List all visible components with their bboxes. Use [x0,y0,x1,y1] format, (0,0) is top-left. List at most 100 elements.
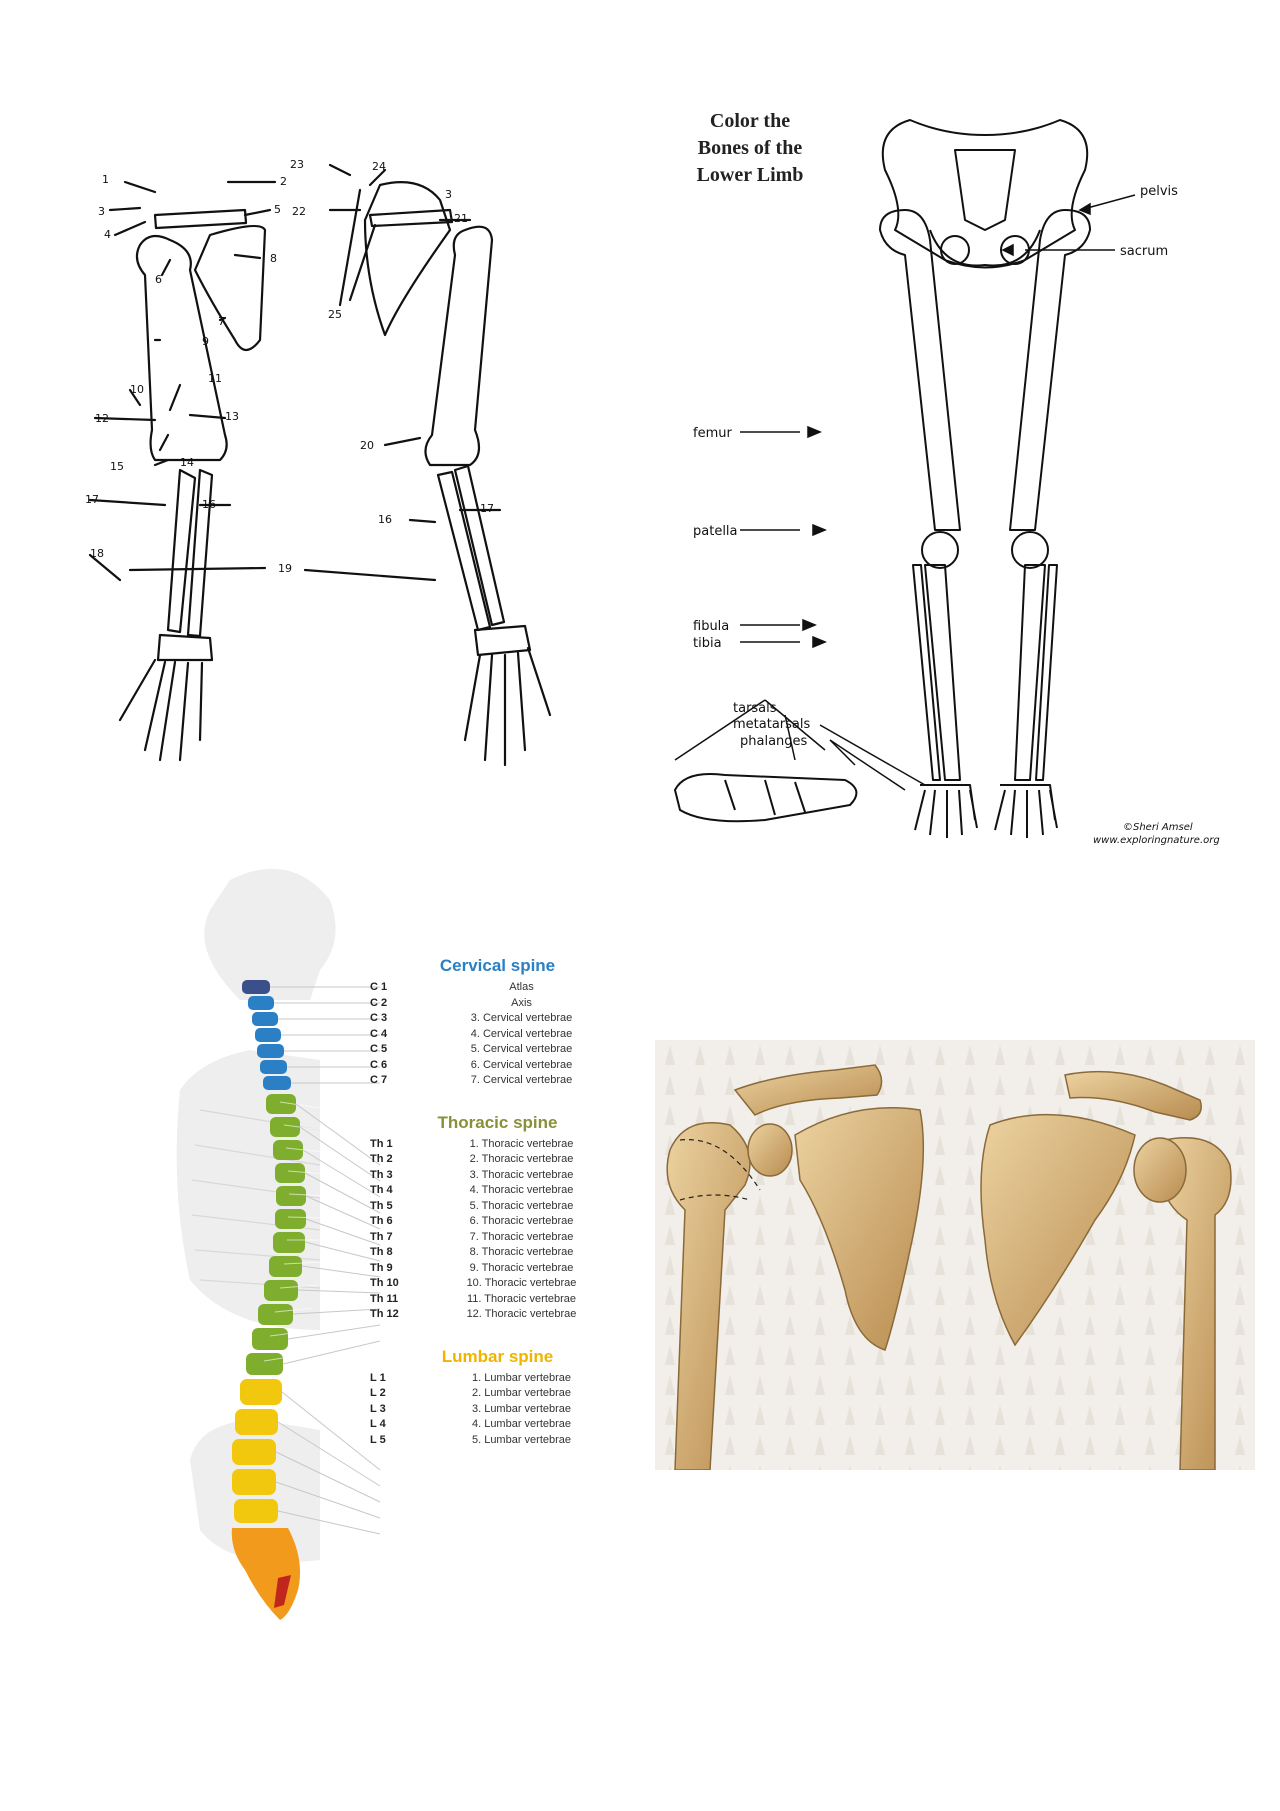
lumbar-title: Lumbar spine [441,1346,554,1366]
left-humerus-illustration [666,1122,751,1471]
arm-number-15: 15 [110,460,124,473]
arm-number-20: 20 [360,439,374,452]
spine-legend-row: C 7 7. Cervical vertebrae [370,1073,625,1089]
arm-number-5: 5 [274,203,281,216]
right-carpals [473,624,532,657]
left-scapula [193,224,267,352]
vertebra-name: 4. Lumbar vertebrae [471,1418,572,1430]
label-phalanges: phalanges [740,734,808,749]
vertebra-l1 [240,1379,282,1405]
arm-number-19: 19 [278,562,292,575]
arm-number-24: 24 [372,160,386,173]
arm-number-6: 6 [155,273,162,286]
left-ulna [186,468,214,638]
left-clavicle [153,208,248,230]
thoracic-title: Thoracic spine [437,1112,558,1132]
label-fibula: fibula [693,619,729,634]
vertebra-name: 10. Thoracic vertebrae [466,1277,577,1289]
vertebra-name: 3. Thoracic vertebrae [469,1168,574,1181]
vertebra-name: 8. Thoracic vertebrae [469,1246,574,1258]
left-humerus [135,234,228,462]
title-line-1: Color the [709,110,791,132]
vertebra-code: L 2 [370,1387,386,1399]
left-hand [118,658,204,762]
vertebra-name: 2. Lumbar vertebrae [471,1387,572,1399]
shoulder-illustration-panel [655,1040,1255,1471]
arm-number-2: 2 [280,175,287,188]
vertebra-name: 3. Lumbar vertebrae [471,1402,572,1415]
spine-legend-row: Th 12 12. Thoracic vertebrae [370,1307,625,1323]
left-tibia [924,564,961,781]
right-clavicle [368,208,454,228]
left-radius [166,468,197,634]
arm-number-12: 12 [95,412,109,425]
arm-number-8: 8 [270,252,277,265]
arm-number-17: 17 [85,493,99,506]
vertebra-name: 12. Thoracic vertebrae [466,1308,577,1320]
arm-number-11: 11 [208,372,222,385]
vertebra-name: 7. Thoracic vertebrae [469,1230,574,1243]
lower-limb-diagram: pelvis sacrum femur patella fibula tibia… [674,119,1220,846]
vertebra-name: 5. Thoracic vertebrae [469,1199,574,1212]
label-sacrum: sacrum [1120,244,1168,259]
arm-diagram-panel: 1 2 3 4 5 6 7 8 9 10 11 12 13 14 15 16 1… [60,158,620,800]
vertebra-c1 [242,980,270,994]
vertebra-code: Th 6 [370,1215,393,1227]
left-patella [921,531,959,569]
label-patella: patella [693,524,738,539]
vertebra-code: C 6 [370,1058,388,1071]
label-metatarsals: metatarsals [733,717,810,732]
spine-legend-row: L 2 2. Lumbar vertebrae [370,1386,625,1402]
cervical-title: Cervical spine [439,956,556,975]
vertebra-name: 11. Thoracic vertebrae [466,1292,577,1305]
vertebra-name: Atlas [509,981,534,993]
arm-number-23: 23 [290,160,304,171]
arm-number-21: 21 [454,212,468,225]
arm-number-17b: 17 [480,502,494,515]
arm-number-7: 7 [218,315,225,328]
side-foot [674,773,858,823]
spine-legend-row: Th 1 1. Thoracic vertebrae [370,1137,625,1153]
left-carpals [156,633,214,662]
vertebra-name: 5. Lumbar vertebrae [471,1433,572,1446]
vertebra-code: C 4 [370,1027,388,1040]
vertebra-c2 [248,996,274,1010]
vertebra-code: L 5 [370,1433,386,1446]
vertebra-th12 [246,1353,283,1375]
left-foot [914,784,978,838]
right-radius [436,470,492,632]
right-scapula [363,181,452,337]
vertebra-code: Th 12 [370,1308,399,1320]
title-line-3: Lower Limb [696,164,804,186]
vertebra-code: C 7 [370,1074,388,1086]
label-pelvis: pelvis [1140,184,1178,199]
arm-diagram: 1 2 3 4 5 6 7 8 9 10 11 12 13 14 15 16 1… [85,158,552,767]
vertebra-code: C 2 [370,996,388,1009]
left-scapula-illustration [794,1107,925,1351]
vertebra-code: Th 1 [370,1137,393,1150]
vertebra-name: 3. Cervical vertebrae [470,1012,573,1024]
vertebra-code: Th 4 [370,1184,393,1196]
coccyx-shape [274,1575,291,1608]
arm-number-22: 22 [292,205,306,218]
vertebra-code: C 3 [370,1012,388,1024]
vertebra-code: L 1 [370,1371,386,1384]
sacrum-shape [231,1528,301,1620]
vertebra-name: 7. Cervical vertebrae [470,1074,573,1086]
arm-number-13: 13 [225,410,239,423]
vertebra-code: C 5 [370,1043,388,1055]
spine-figure [176,868,381,1620]
vertebra-name: 1. Thoracic vertebrae [469,1137,574,1150]
left-femur [879,209,961,531]
left-clavicle-illustration [733,1064,883,1116]
arm-number-4: 4 [104,228,111,241]
